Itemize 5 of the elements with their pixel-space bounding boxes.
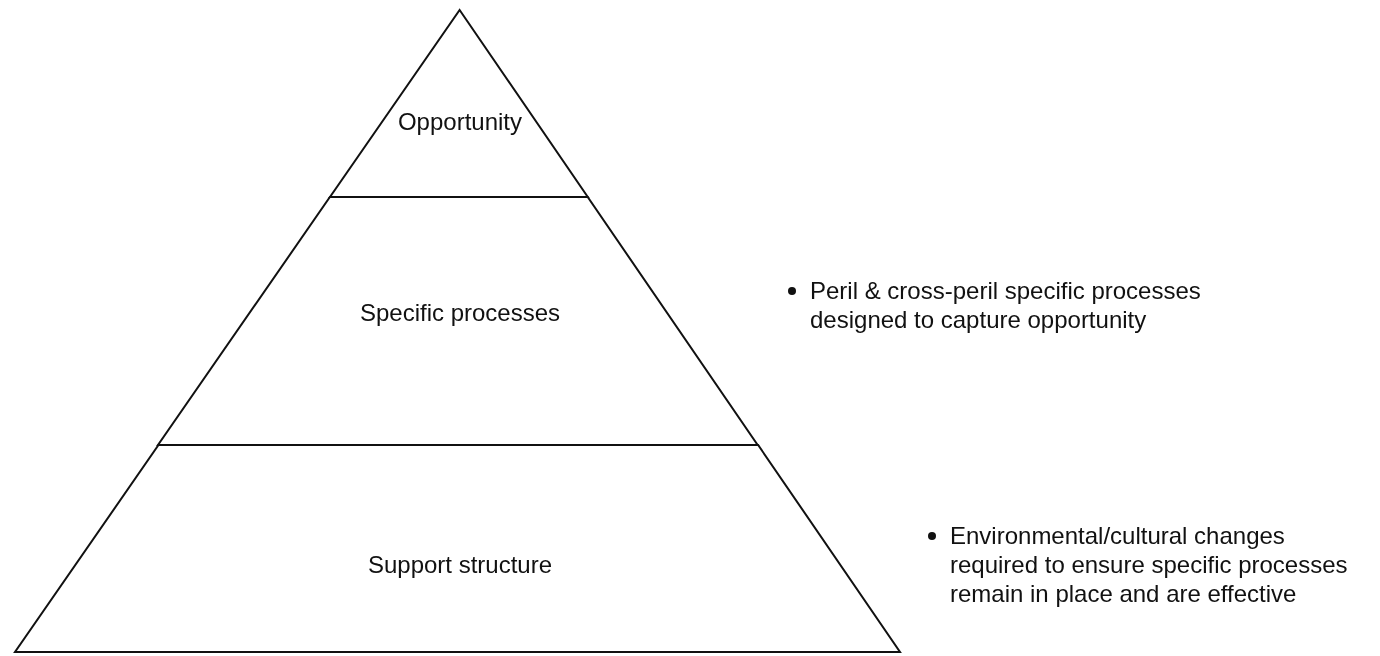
bullet-text: Environmental/cultural changes required to ensure specific processes remain in place and are effective xyxy=(950,521,1349,608)
tier-label: Opportunity xyxy=(397,108,522,136)
tier-label: Specific processes xyxy=(359,299,561,327)
tier-label: Support structure xyxy=(367,551,553,579)
bullet-text: Peril & cross-peril specific processes designed to capture opportunity xyxy=(810,276,1202,334)
